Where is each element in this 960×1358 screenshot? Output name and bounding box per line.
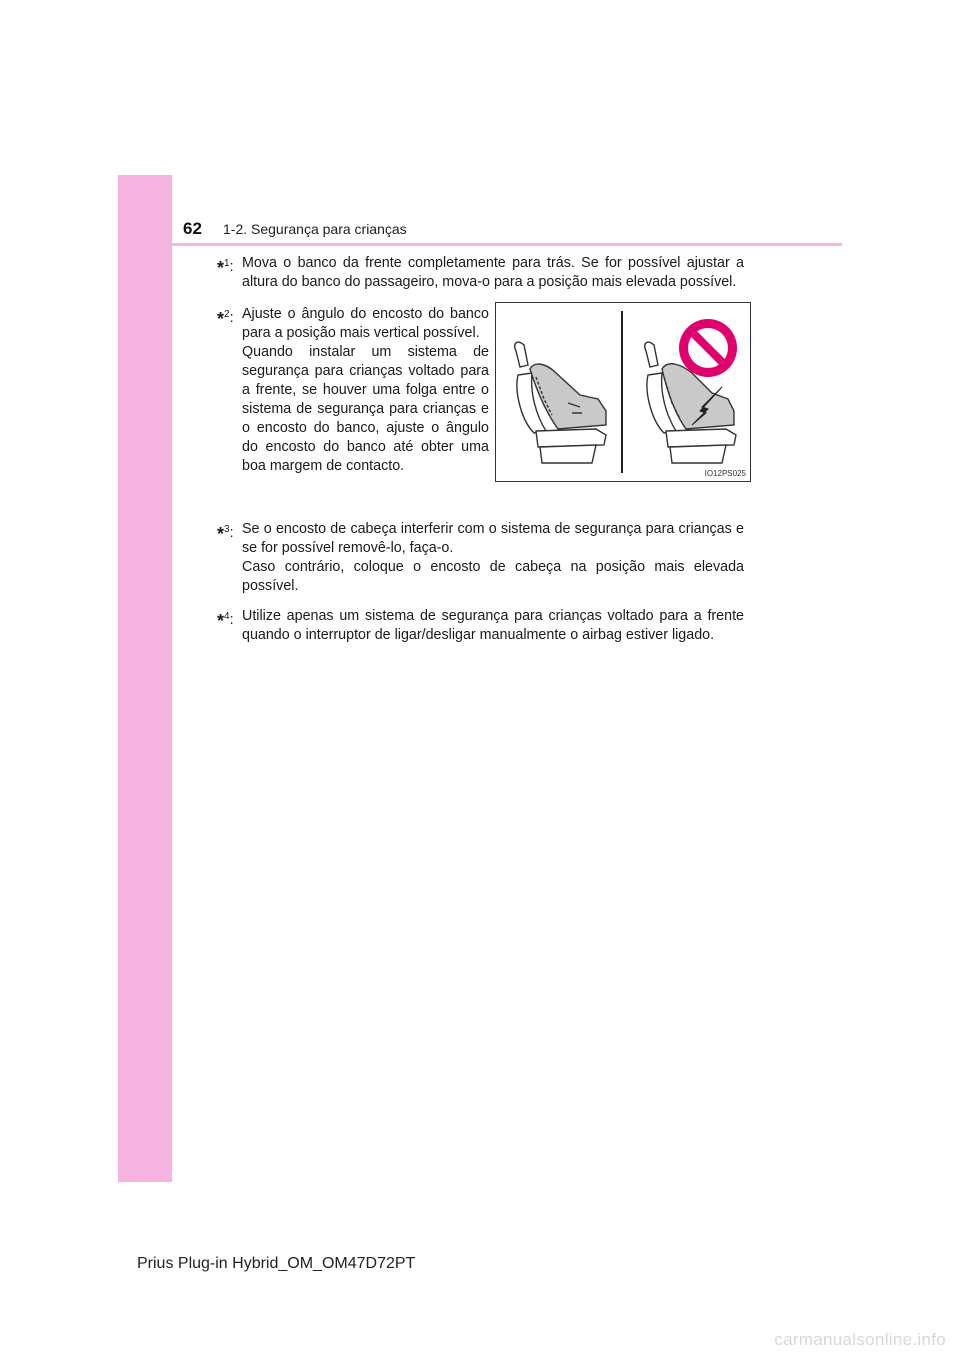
note-marker: *4: [217,611,234,631]
watermark: carmanualsonline.info [774,1330,946,1349]
note-text: Mova o banco da frente completamente par… [242,255,744,290]
note-3: *3: Se o encosto de cabeça interferir co… [217,520,744,596]
note-text: Se o encosto de cabeça interferir com o … [242,521,744,556]
prohibition-icon [679,319,737,377]
note-text: Quando instalar um sistema de segurança … [242,344,489,474]
seat-illustration: IO12PS025 [495,302,751,482]
note-4: *4: Utilize apenas um sistema de seguran… [217,607,744,645]
note-text: Utilize apenas um sistema de segurança p… [242,608,744,643]
seat-gap-icon [644,341,737,464]
note-marker: *3: [217,524,234,544]
seat-correct-icon [514,341,607,464]
note-text: Caso contrário, coloque o encosto de cab… [242,559,744,594]
note-1: *1: Mova o banco da frente completamente… [217,254,744,292]
section-title: 1-2. Segurança para crianças [223,221,407,237]
note-marker: *2: [217,309,234,329]
note-marker: *1: [217,258,234,278]
page-number: 62 [183,219,202,238]
header-rule [118,243,842,246]
side-tab [118,175,172,1182]
arrow-icon [691,386,723,426]
figure-code: IO12PS025 [704,469,746,478]
note-text: Ajuste o ângulo do encosto do banco para… [242,306,489,341]
note-2: *2: Ajuste o ângulo do encosto do banco … [217,305,489,476]
footer-doc-id: Prius Plug-in Hybrid_OM_OM47D72PT [137,1255,416,1272]
